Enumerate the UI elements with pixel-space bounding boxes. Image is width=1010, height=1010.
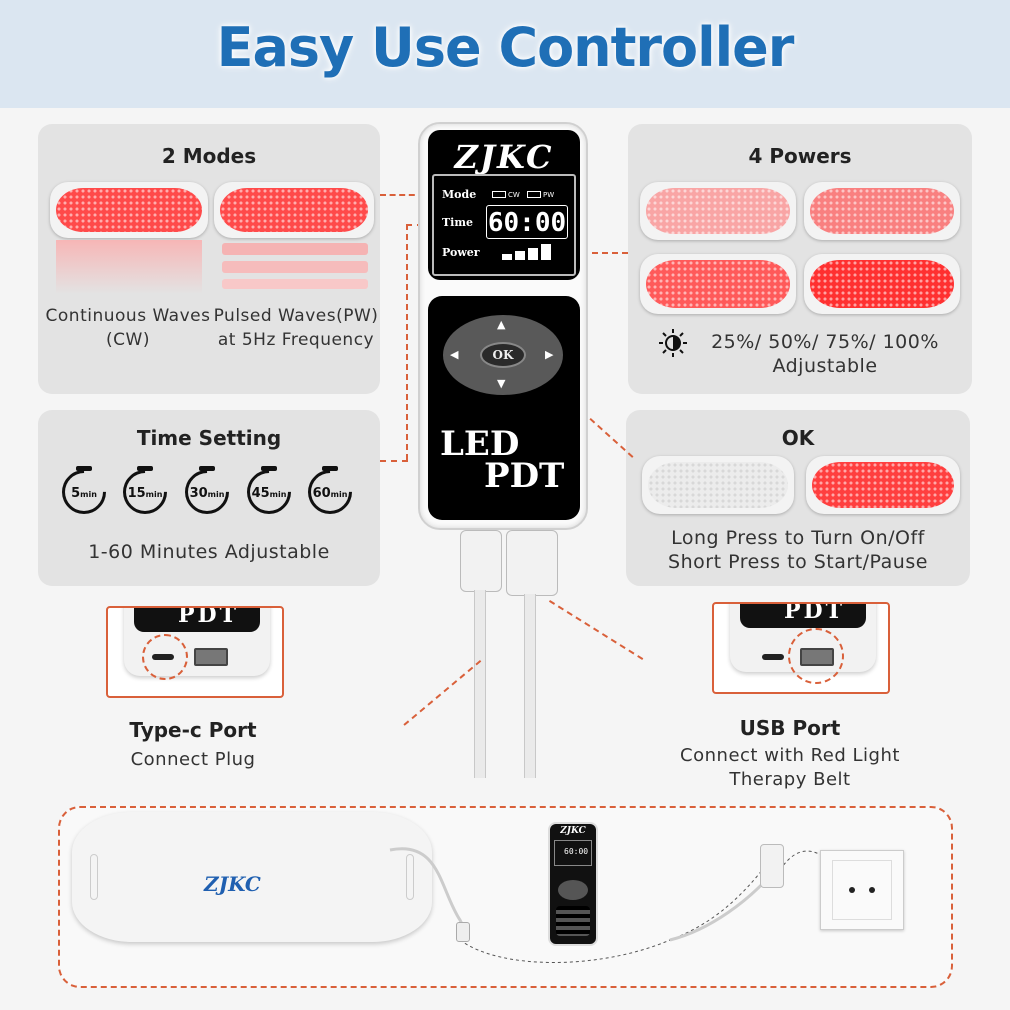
usb-title: USB Port [739, 716, 841, 740]
page-title: Easy Use Controller [216, 16, 795, 79]
timer-60-icon: 60min [298, 460, 362, 524]
pw-caption: Pulsed Waves(PW) at 5Hz Frequency [213, 306, 379, 350]
wall-outlet-image [820, 850, 904, 930]
power-100-pad [804, 254, 960, 314]
pw-icon [527, 191, 541, 198]
cw-pad-image [50, 182, 208, 238]
ok-title: OK [781, 426, 815, 450]
usb-port-inset: PDT [712, 602, 890, 694]
time-title: Time Setting [136, 426, 282, 450]
power-75-pad [640, 254, 796, 314]
ok-off-pad [642, 456, 794, 514]
pw-pulse-2 [222, 261, 368, 273]
down-arrow-icon[interactable]: ▼ [497, 377, 506, 390]
ok-line1: Long Press to Turn On/Off [671, 527, 925, 549]
pw-pulse-1 [222, 243, 368, 255]
ok-on-pad [806, 456, 960, 514]
lcd-pw-label: PW [543, 191, 555, 199]
connector-typec [403, 660, 482, 726]
usb-caption: Connect with Red Light Therapy Belt [680, 745, 900, 790]
power-bars-icon [502, 242, 558, 260]
typec-port-inset: PDT [106, 606, 284, 698]
time-card: Time Setting [38, 410, 380, 586]
connector-time-h2 [380, 460, 408, 462]
connector-mode [380, 194, 434, 196]
cw-icon [492, 191, 506, 198]
lcd-power-label: Power [442, 246, 480, 259]
typec-plug [460, 530, 502, 592]
usb-plug [506, 530, 558, 596]
therapy-belt-image [72, 812, 432, 942]
lcd-cw-label: CW [508, 191, 520, 199]
connector-time-v [406, 224, 408, 460]
power-50-pad [804, 182, 960, 240]
lcd-time-label: Time [442, 216, 474, 229]
typec-title: Type-c Port [129, 718, 257, 742]
usb-cable [524, 594, 536, 778]
ok-button[interactable]: OK [480, 342, 526, 368]
power-25-pad [640, 182, 796, 240]
powers-title: 4 Powers [748, 144, 852, 168]
lcd-frame [432, 174, 576, 276]
cw-glow [56, 240, 202, 294]
cw-caption: Continuous Waves (CW) [45, 306, 211, 350]
time-caption: 1-60 Minutes Adjustable [88, 541, 330, 563]
timer-5-icon: 5min [52, 460, 116, 524]
controller-brand: ZJKC [454, 138, 554, 176]
timer-15-icon: 15min [113, 460, 177, 524]
typec-cable [474, 590, 486, 778]
mini-controller-image: ZJKC 60:00 [548, 822, 598, 946]
right-arrow-icon[interactable]: ▶ [545, 348, 554, 361]
left-arrow-icon[interactable]: ◀ [450, 348, 459, 361]
usb-plug-small [456, 922, 470, 942]
pw-pad-image [214, 182, 374, 238]
header-banner [0, 0, 1010, 108]
brightness-icon [659, 329, 687, 357]
power-adapter-image [760, 844, 784, 888]
pw-pulse-3 [222, 279, 368, 289]
connector-power [572, 252, 628, 254]
powers-levels: 25%/ 50%/ 75%/ 100% [711, 331, 939, 353]
lcd-mode-label: Mode [442, 188, 477, 201]
connector-usb [548, 600, 644, 660]
pdt-label: PDT [484, 456, 565, 496]
ok-line2: Short Press to Start/Pause [668, 551, 928, 573]
outlet-socket [832, 860, 892, 920]
modes-title: 2 Modes [161, 144, 257, 168]
typec-caption: Connect Plug [130, 749, 256, 770]
timer-30-icon: 30min [175, 460, 239, 524]
timer-45-icon: 45min [237, 460, 301, 524]
lcd-time-value: 60:00 [486, 205, 568, 239]
belt-brand-logo: ZJKC [204, 872, 261, 896]
up-arrow-icon[interactable]: ▲ [497, 318, 506, 331]
powers-adjustable: Adjustable [772, 355, 878, 377]
led-label: LED [440, 424, 520, 464]
